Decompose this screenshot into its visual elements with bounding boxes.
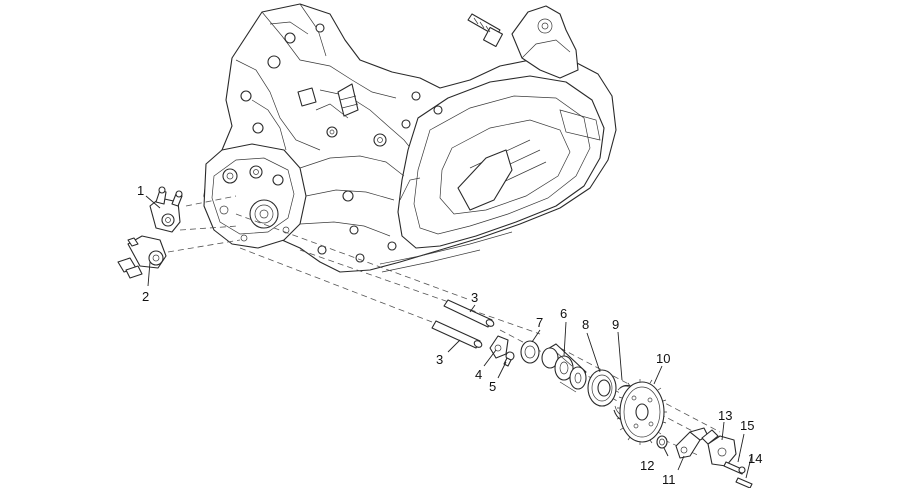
callout-labels: 1 2 3 3 4 5 6 7 8 9 10 11 12 13 14 15	[137, 183, 762, 487]
callout-8: 8	[582, 317, 589, 332]
screw-part-15	[723, 461, 746, 475]
callout-2: 2	[142, 289, 149, 304]
bearing-part-7	[520, 340, 540, 364]
camshaft-part-6	[541, 343, 587, 393]
rocker-arm-part-1	[149, 186, 183, 233]
callout-14: 14	[748, 451, 762, 466]
callout-7: 7	[536, 315, 543, 330]
screw-part-14	[735, 477, 753, 488]
counterweight-part-13	[701, 429, 737, 467]
callout-15: 15	[740, 418, 754, 433]
callout-12: 12	[640, 458, 654, 473]
callout-11: 11	[662, 472, 676, 487]
callout-1: 1	[137, 183, 144, 198]
rocker-shaft-upper-part-3	[443, 299, 495, 328]
callout-3-upper: 3	[471, 290, 478, 305]
callout-10: 10	[656, 351, 670, 366]
rocker-shaft-lower-part-3	[431, 320, 483, 349]
ring-part-12	[656, 435, 668, 449]
callout-5: 5	[489, 379, 496, 394]
callout-9: 9	[612, 317, 619, 332]
leader-lines	[145, 195, 753, 479]
callout-6: 6	[560, 306, 567, 321]
decompressor-part-11	[675, 427, 709, 459]
callout-4: 4	[475, 367, 482, 382]
sprocket-part-10	[616, 379, 667, 445]
bearing-part-8	[587, 369, 617, 407]
screw-part-5	[503, 351, 515, 367]
engine-assembly	[203, 3, 617, 273]
rocker-arm-part-2	[117, 235, 167, 279]
callout-3-lower: 3	[436, 352, 443, 367]
callout-13: 13	[718, 408, 732, 423]
